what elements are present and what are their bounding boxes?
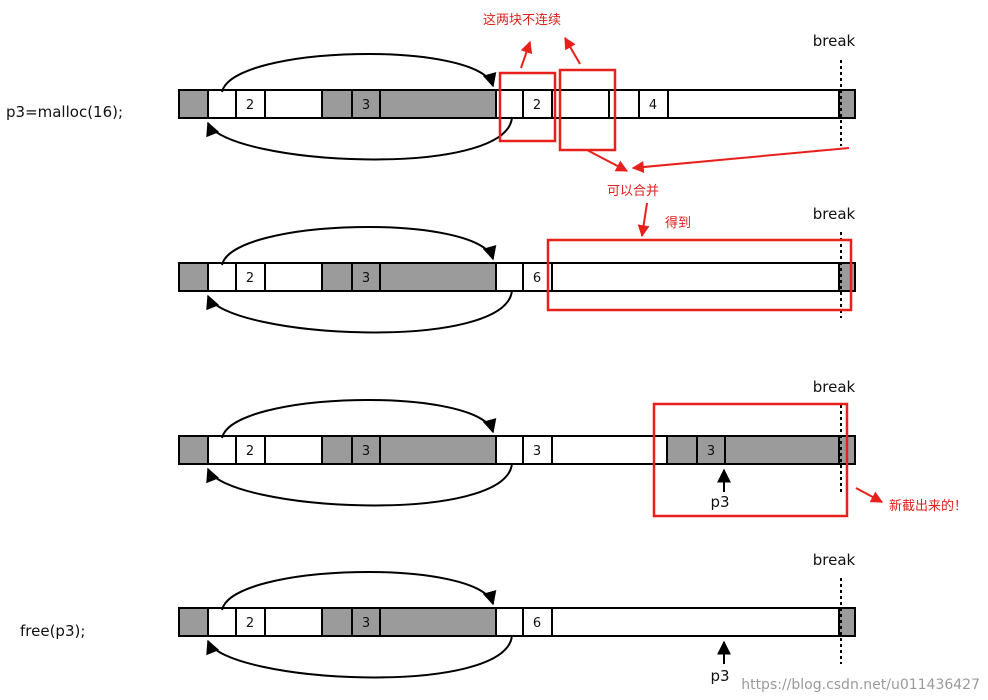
block-header xyxy=(522,607,553,637)
pointer-label: p3 xyxy=(710,667,729,685)
block-header xyxy=(351,89,381,119)
free-call-label: free(p3); xyxy=(20,622,85,640)
free-list-return-arrow xyxy=(206,116,513,161)
free-list-return-arrow xyxy=(206,462,513,507)
highlight-box xyxy=(546,238,853,312)
allocated-block xyxy=(379,607,497,637)
break-label: break xyxy=(813,32,856,50)
red-arrow xyxy=(855,487,884,503)
block-size-label: 3 xyxy=(362,271,370,286)
block-header xyxy=(351,607,381,637)
red-arrow xyxy=(520,40,533,69)
block-header xyxy=(351,435,381,465)
block-size-label: 2 xyxy=(533,98,541,113)
block-size-label: 3 xyxy=(362,444,370,459)
red-arrow xyxy=(637,202,650,238)
newly-cut-note: 新截出来的！ xyxy=(889,498,967,514)
pointer-label: p3 xyxy=(710,493,729,511)
allocated-block xyxy=(321,89,353,119)
watermark: https://blog.csdn.net/u011436427 xyxy=(741,677,980,693)
block-size-label: 4 xyxy=(649,98,657,113)
block-header xyxy=(235,262,266,292)
allocated-block xyxy=(178,89,209,119)
free-list-link-arrow xyxy=(221,399,497,439)
block-header xyxy=(522,435,553,465)
block-size-label: 3 xyxy=(707,444,715,459)
red-arrow xyxy=(631,147,850,173)
block-size-label: 2 xyxy=(246,98,254,113)
highlight-box xyxy=(652,402,849,518)
allocated-block xyxy=(379,89,497,119)
row-split: 2 3 3 3 break p3 新截出来的！ xyxy=(178,378,967,518)
block-header xyxy=(696,435,726,465)
block-size-label: 3 xyxy=(362,616,370,631)
red-arrow xyxy=(564,36,581,65)
highlight-box xyxy=(498,71,557,143)
block-size-label: 6 xyxy=(533,271,541,286)
red-arrow xyxy=(586,149,629,172)
break-label: break xyxy=(813,378,856,396)
allocated-block xyxy=(724,435,840,465)
allocated-block xyxy=(379,262,497,292)
free-list-link-arrow xyxy=(221,226,497,266)
block-size-label: 2 xyxy=(246,616,254,631)
block-header xyxy=(235,89,266,119)
heap-end-block xyxy=(838,607,856,637)
free-list-return-arrow xyxy=(206,634,513,679)
row-merged: 2 3 6 break xyxy=(178,205,856,334)
annotations-row-1: 这两块不连续 可以合并 得到 xyxy=(483,12,850,238)
block-size-label: 2 xyxy=(246,271,254,286)
allocated-block xyxy=(178,435,209,465)
allocated-block xyxy=(321,607,353,637)
malloc-call-label: p3=malloc(16); xyxy=(6,103,123,121)
allocated-block xyxy=(321,435,353,465)
not-contiguous-note: 这两块不连续 xyxy=(483,12,561,28)
row-free: free(p3); 2 3 6 break p3 xyxy=(20,551,856,685)
allocated-block xyxy=(321,262,353,292)
block-size-label: 6 xyxy=(533,616,541,631)
result-note: 得到 xyxy=(665,215,691,231)
row-malloc: p3=malloc(16); 2 3 2 4 break xyxy=(6,32,856,161)
free-list-link-arrow xyxy=(221,53,497,93)
block-header xyxy=(235,607,266,637)
block-header xyxy=(522,89,553,119)
heap-bar xyxy=(178,89,840,119)
allocated-block xyxy=(178,607,209,637)
block-header xyxy=(638,89,669,119)
block-header xyxy=(235,435,266,465)
break-label: break xyxy=(813,205,856,223)
allocated-block xyxy=(666,435,698,465)
allocated-block xyxy=(379,435,497,465)
heap-bar xyxy=(178,262,840,292)
allocated-block xyxy=(178,262,209,292)
block-size-label: 2 xyxy=(246,444,254,459)
heap-bar xyxy=(178,607,840,637)
block-size-label: 3 xyxy=(533,444,541,459)
break-label: break xyxy=(813,551,856,569)
free-list-link-arrow xyxy=(221,571,497,611)
block-size-label: 3 xyxy=(362,98,370,113)
can-merge-note: 可以合并 xyxy=(607,184,659,199)
heap-end-block xyxy=(838,89,856,119)
free-list-return-arrow xyxy=(206,289,513,334)
